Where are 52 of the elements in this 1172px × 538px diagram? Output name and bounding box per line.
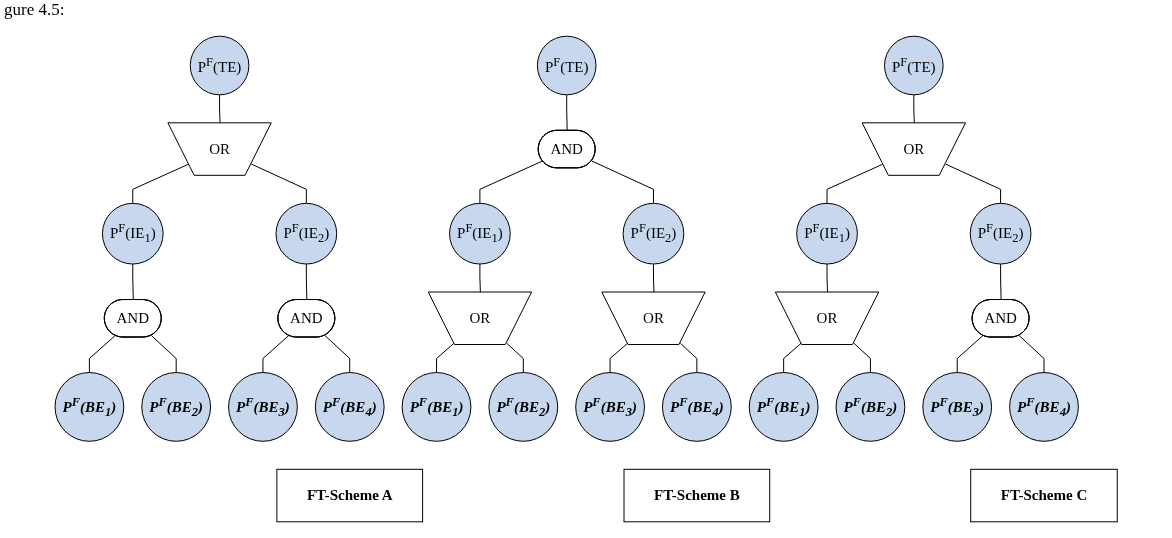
connector	[591, 160, 654, 204]
node-circle: P$^{F}$(BE$_{4}$)	[661, 372, 732, 442]
node-circle: P$^{F}$(TE)	[883, 35, 944, 96]
node-box: FT-Scheme A	[276, 468, 423, 523]
connector	[88, 335, 116, 373]
connector	[506, 342, 524, 373]
figure-number: gure 4.5:	[4, 0, 65, 19]
connector	[305, 263, 308, 301]
node-circle: P$^{F}$(TE)	[189, 35, 250, 96]
connector	[262, 335, 290, 373]
connector	[218, 94, 221, 124]
connector	[826, 163, 884, 204]
connector	[150, 335, 177, 373]
connector	[479, 263, 481, 293]
node-circle: P$^{F}$(IE$_{1}$)	[796, 202, 858, 265]
node-circle: P$^{F}$(BE$_{2}$)	[488, 372, 559, 442]
node-circle: P$^{F}$(BE$_{1}$)	[401, 372, 472, 442]
connector	[679, 342, 698, 373]
connector	[999, 263, 1002, 301]
node-circle: P$^{F}$(BE$_{4}$)	[1008, 372, 1079, 442]
connector	[945, 163, 1001, 204]
node-circle: P$^{F}$(BE$_{3}$)	[227, 372, 298, 442]
node-circle: P$^{F}$(TE)	[536, 35, 597, 96]
connector	[132, 263, 134, 301]
connector	[826, 263, 828, 293]
node-circle: P$^{F}$(IE$_{1}$)	[101, 202, 164, 265]
node-circle: P$^{F}$(IE$_{2}$)	[969, 202, 1032, 265]
connector	[250, 163, 307, 204]
connector	[435, 342, 455, 373]
node-circle: P$^{F}$(BE$_{1}$)	[748, 372, 819, 442]
connector	[1018, 335, 1045, 373]
connector	[609, 342, 628, 373]
node-circle: P$^{F}$(BE$_{4}$)	[314, 372, 385, 442]
node-circle: P$^{F}$(BE$_{3}$)	[575, 372, 645, 442]
node-circle: P$^{F}$(BE$_{2}$)	[141, 372, 211, 442]
node-circle: P$^{F}$(IE$_{2}$)	[275, 202, 338, 265]
node-circle: P$^{F}$(BE$_{2}$)	[835, 372, 906, 442]
node-circle: P$^{F}$(IE$_{2}$)	[622, 202, 685, 265]
connector	[783, 342, 802, 373]
node-circle: P$^{F}$(BE$_{3}$)	[922, 372, 992, 442]
connector	[853, 342, 871, 373]
node-circle: P$^{F}$(BE$_{1}$)	[54, 372, 125, 442]
connector	[324, 335, 351, 373]
node-circle: P$^{F}$(IE$_{1}$)	[448, 202, 511, 265]
connector	[652, 263, 655, 293]
node-box: FT-Scheme C	[970, 468, 1118, 523]
node-box: FT-Scheme B	[623, 468, 771, 523]
connector	[479, 160, 543, 204]
connector	[132, 163, 190, 204]
connector	[566, 94, 568, 132]
connector	[913, 94, 915, 124]
connector	[956, 335, 984, 373]
